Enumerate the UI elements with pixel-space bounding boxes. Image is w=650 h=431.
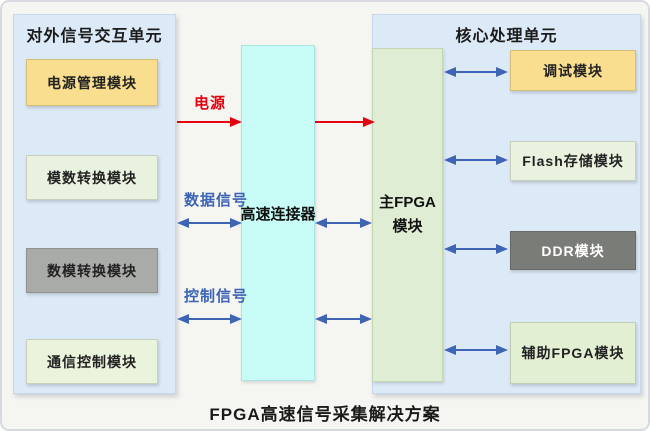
- arrow-head-left-icon: [315, 314, 327, 324]
- arrow-head-right-icon: [363, 117, 375, 127]
- module-debug: 调试模块: [510, 50, 636, 91]
- module-flash-storage: Flash存储模块: [510, 141, 636, 181]
- arrow-head-right-icon: [360, 314, 372, 324]
- module-dac: 数模转换模块: [26, 248, 158, 293]
- control-arrow-left-segment: [177, 313, 242, 325]
- module-comm-control: 通信控制模块: [26, 339, 158, 384]
- power-signal-label: 电源: [194, 95, 227, 112]
- arrow-head-right-icon: [496, 244, 508, 254]
- control-arrow-right-segment: [315, 313, 372, 325]
- control-signal-label: 控制信号: [184, 288, 249, 305]
- arrow-head-right-icon: [230, 314, 242, 324]
- data-signal-label: 数据信号: [184, 192, 249, 209]
- data-arrow-left-segment: [177, 217, 242, 229]
- right-panel-title: 核心处理单元: [455, 28, 558, 45]
- external-signal-panel: 对外信号交互单元 电源管理模块 模数转换模块 数模转换模块 通信控制模块: [13, 14, 176, 394]
- diagram-title: FPGA高速信号采集解决方案: [209, 405, 441, 424]
- arrow-shaft: [456, 158, 496, 162]
- arrow-shaft: [189, 221, 230, 225]
- fpga-debug-arrow: [444, 66, 508, 78]
- module-adc: 模数转换模块: [26, 155, 158, 200]
- arrow-head-left-icon: [177, 218, 189, 228]
- module-power-management: 电源管理模块: [26, 59, 158, 106]
- arrow-head-left-icon: [315, 218, 327, 228]
- fpga-ddr-arrow: [444, 243, 508, 255]
- arrow-shaft: [327, 221, 360, 225]
- module-aux-fpga: 辅助FPGA模块: [510, 322, 636, 384]
- arrow-shaft: [189, 317, 230, 321]
- arrow-shaft: [456, 348, 496, 352]
- arrow-head-left-icon: [444, 67, 456, 77]
- arrow-head-right-icon: [496, 67, 508, 77]
- arrow-head-left-icon: [444, 244, 456, 254]
- arrow-shaft: [177, 120, 230, 124]
- main-fpga-block: 主FPGA模块: [372, 48, 443, 382]
- arrow-shaft: [327, 317, 360, 321]
- fpga-aux-arrow: [444, 344, 508, 356]
- high-speed-connector-block: 高速连接器: [241, 45, 316, 381]
- fpga-flash-arrow: [444, 154, 508, 166]
- module-ddr: DDR模块: [510, 231, 636, 270]
- arrow-head-right-icon: [360, 218, 372, 228]
- arrow-head-left-icon: [444, 345, 456, 355]
- arrow-shaft: [456, 247, 496, 251]
- left-panel-title: 对外信号交互单元: [26, 28, 163, 45]
- arrow-shaft: [315, 120, 363, 124]
- arrow-head-right-icon: [230, 218, 242, 228]
- arrow-head-right-icon: [230, 117, 242, 127]
- data-arrow-right-segment: [315, 217, 372, 229]
- arrow-head-right-icon: [496, 345, 508, 355]
- power-arrow-left-segment: [177, 116, 242, 128]
- arrow-shaft: [456, 70, 496, 74]
- power-arrow-right-segment: [315, 116, 375, 128]
- arrow-head-left-icon: [444, 155, 456, 165]
- arrow-head-left-icon: [177, 314, 189, 324]
- arrow-head-right-icon: [496, 155, 508, 165]
